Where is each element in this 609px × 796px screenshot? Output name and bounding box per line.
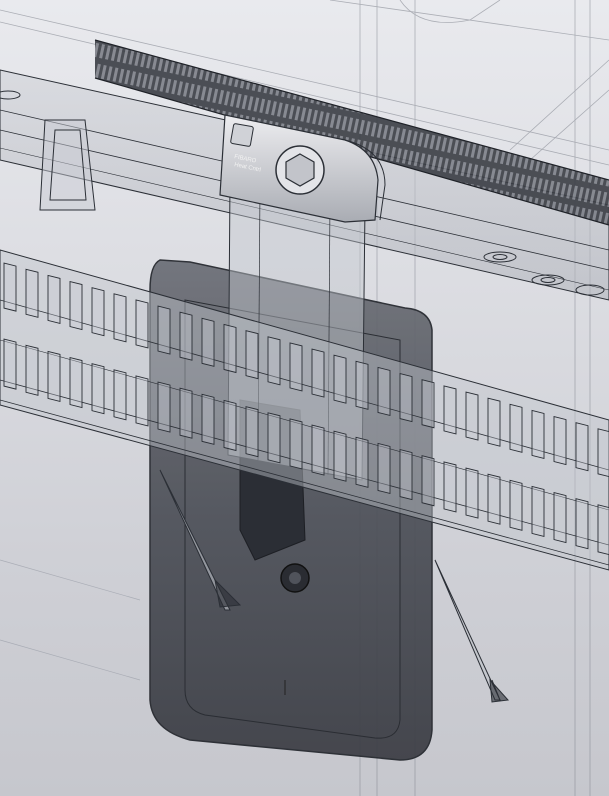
floor-lines [0, 559, 141, 681]
fin [377, 442, 391, 495]
fin [267, 336, 281, 386]
toothed-rack [94, 39, 609, 226]
bracket-brand-line2: Heat Cntrl [234, 162, 262, 173]
lower-rail [0, 249, 609, 571]
fin [157, 381, 171, 433]
bracket-brand-line1: FIBARO [234, 154, 257, 165]
fin [553, 415, 567, 466]
fin [311, 424, 325, 476]
hanging-paddle [149, 259, 433, 761]
fin [113, 293, 127, 343]
fin [333, 430, 347, 482]
fin [69, 280, 83, 331]
fin [69, 356, 83, 409]
fin [179, 311, 193, 361]
fin [91, 287, 105, 337]
fin [487, 473, 501, 525]
fin [443, 385, 457, 435]
fin [531, 409, 545, 460]
fin [597, 504, 609, 556]
fin [245, 330, 259, 380]
fin [289, 342, 303, 392]
fin [179, 387, 193, 439]
fin [377, 366, 391, 417]
fin [289, 418, 303, 470]
fin [3, 338, 17, 390]
fin [399, 449, 413, 501]
fin [267, 412, 281, 464]
fin [355, 360, 369, 410]
fin [3, 262, 17, 312]
support-legs [159, 469, 510, 703]
fin [443, 461, 457, 513]
fin [201, 393, 215, 445]
top-bracket: FIBARO Heat Cntrl [219, 114, 386, 223]
fin [553, 491, 567, 544]
fin [421, 379, 435, 429]
fin [399, 373, 413, 423]
fin [487, 397, 501, 447]
fin [311, 348, 325, 398]
left-bracket-arm [39, 119, 96, 211]
fin [113, 369, 127, 421]
fin [333, 354, 347, 404]
fin [531, 485, 545, 538]
fin-comb [3, 262, 609, 556]
fin [465, 391, 479, 441]
fin [25, 268, 39, 318]
fin [245, 406, 259, 458]
fin [157, 305, 171, 355]
fin [421, 455, 435, 507]
fin [575, 422, 589, 472]
fin [575, 498, 589, 550]
fin [223, 323, 237, 374]
fin [355, 436, 369, 488]
fin [135, 299, 149, 349]
fin [25, 344, 39, 396]
fin [223, 399, 237, 452]
fin [135, 375, 149, 427]
fin [465, 467, 479, 519]
fin [509, 403, 523, 453]
fin [201, 317, 215, 367]
fin [91, 363, 105, 415]
fin [509, 479, 523, 531]
fin [597, 428, 609, 478]
fin [47, 350, 61, 402]
fin [47, 274, 61, 324]
rail-holes [0, 90, 605, 296]
